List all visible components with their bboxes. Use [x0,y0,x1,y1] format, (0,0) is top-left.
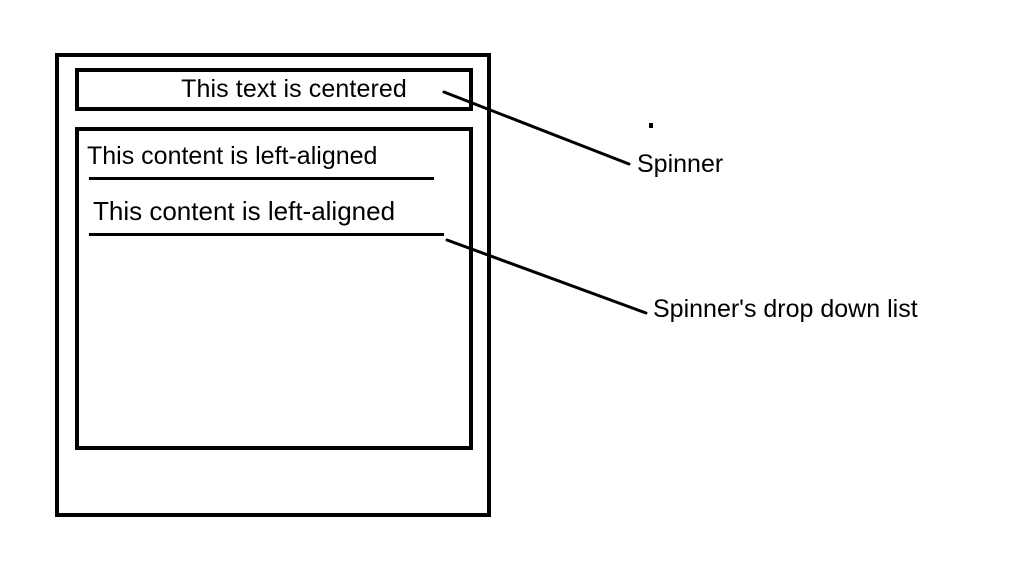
list-item[interactable]: This content is left-aligned [79,131,469,185]
stray-dot-mark [649,123,653,128]
spinner-selected-value: This text is centered [181,75,407,103]
list-item-divider [89,177,434,180]
list-item-label: This content is left-aligned [87,142,378,170]
list-item-divider [89,233,444,236]
spinner-dropdown-list[interactable]: This content is left-aligned This conten… [75,127,473,450]
annotation-label-spinner: Spinner [637,150,724,178]
spinner-control[interactable]: This text is centered [75,68,473,111]
annotation-label-dropdown: Spinner's drop down list [653,295,918,323]
list-item-label: This content is left-aligned [93,196,396,226]
list-item[interactable]: This content is left-aligned [79,185,469,241]
